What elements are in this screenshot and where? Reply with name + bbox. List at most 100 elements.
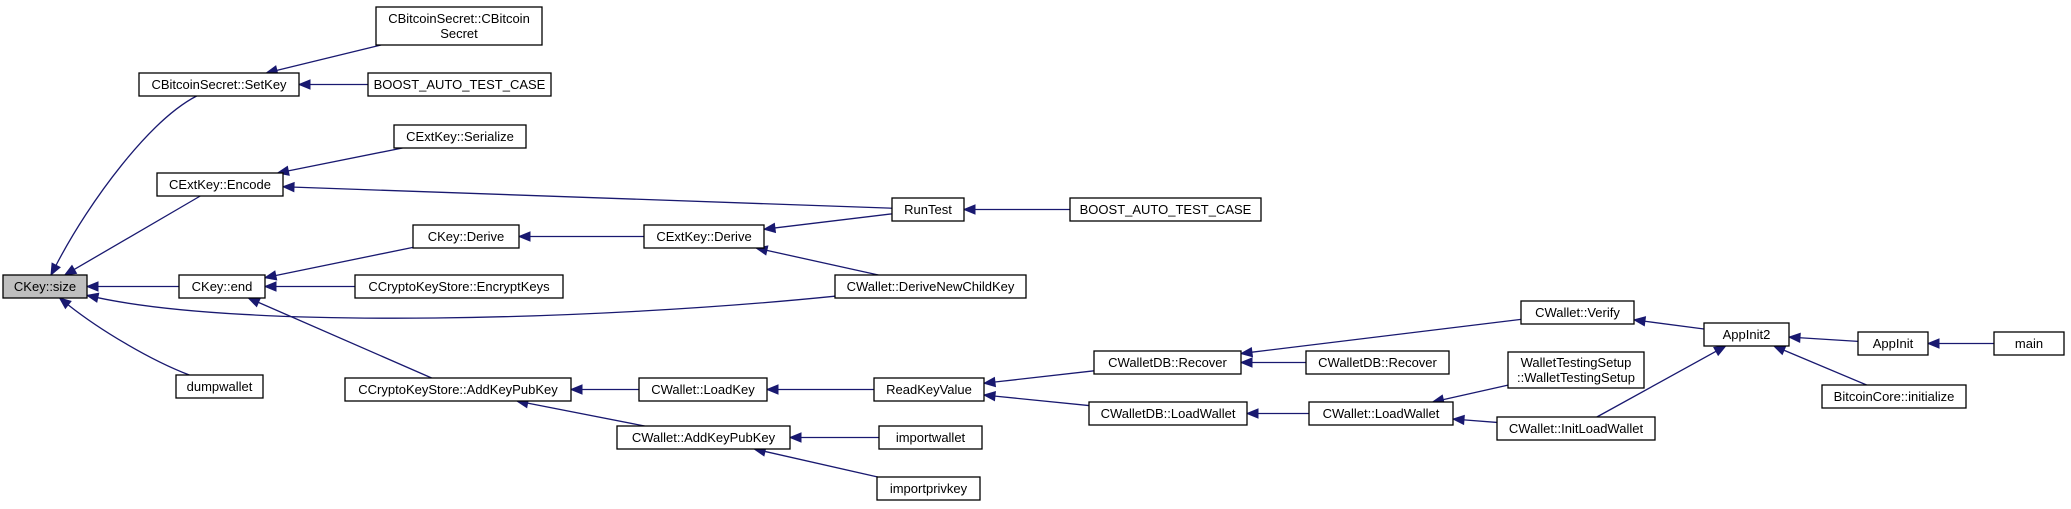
node-main[interactable]: main bbox=[1993, 331, 2065, 356]
node-importprivkey[interactable]: importprivkey bbox=[876, 476, 981, 501]
node-label: importprivkey bbox=[890, 481, 968, 496]
edge-line bbox=[293, 186, 893, 209]
node-cwalletdb_recover_1[interactable]: CWalletDB::Recover bbox=[1093, 350, 1242, 375]
node-ccryptokeystore_addkeypubkey[interactable]: CCryptoKeyStore::AddKeyPubKey bbox=[344, 377, 572, 402]
node-label: CWallet::DeriveNewChildKey bbox=[847, 279, 1015, 294]
node-box bbox=[1069, 197, 1262, 222]
node-box bbox=[412, 224, 520, 249]
edge-appinit-to-appinit2 bbox=[1787, 332, 1859, 344]
node-cwallet_loadkey[interactable]: CWallet::LoadKey bbox=[638, 377, 768, 402]
edge-ccryptokeystore_encryptkeys-to-ckey_end bbox=[263, 281, 355, 292]
node-cwallet_verify[interactable]: CWallet::Verify bbox=[1520, 300, 1635, 325]
arrowhead-icon bbox=[85, 292, 100, 303]
node-label: dumpwallet bbox=[187, 379, 253, 394]
edge-line bbox=[1443, 384, 1509, 401]
arrowhead-icon bbox=[1787, 332, 1801, 344]
edge-boost_1-to-cbitcoinsecret_setkey bbox=[297, 79, 368, 90]
node-cwallet_addkeypubkey[interactable]: CWallet::AddKeyPubKey bbox=[616, 425, 791, 450]
arrowhead-icon bbox=[247, 297, 261, 308]
node-box bbox=[891, 197, 965, 222]
arrowhead-icon bbox=[982, 376, 997, 388]
node-label: CCryptoKeyStore::AddKeyPubKey bbox=[358, 382, 558, 397]
edge-line bbox=[994, 370, 1095, 383]
node-wallettestingsetup[interactable]: WalletTestingSetup::WalletTestingSetup bbox=[1507, 351, 1645, 389]
arrowhead-icon bbox=[1245, 408, 1259, 419]
node-importwallet[interactable]: importwallet bbox=[878, 425, 983, 450]
edge-cwallet_loadkey-to-ccryptokeystore_addkeypubkey bbox=[569, 384, 639, 395]
node-label: CWallet::LoadKey bbox=[651, 382, 755, 397]
edge-main-to-appinit bbox=[1926, 338, 1994, 349]
edge-cwallet_verify-to-cwalletdb_recover_1 bbox=[1239, 318, 1522, 358]
node-cbitcoinsecret_ctor[interactable]: CBitcoinSecret::CBitcoinSecret bbox=[375, 6, 543, 46]
node-cextkey_derive[interactable]: CExtKey::Derive bbox=[643, 224, 765, 249]
edge-cwallet_initloadwallet-to-cwallet_loadwallet bbox=[1451, 414, 1498, 426]
node-box bbox=[1993, 331, 2065, 356]
edge-runtest-to-cextkey_encode bbox=[281, 181, 893, 209]
node-readkeyvalue[interactable]: ReadKeyValue bbox=[873, 377, 985, 402]
edge-line bbox=[276, 44, 382, 72]
node-boost_2[interactable]: BOOST_AUTO_TEST_CASE bbox=[1069, 197, 1262, 222]
node-box bbox=[138, 72, 300, 97]
edge-line bbox=[67, 304, 190, 376]
node-cwallet_initloadwallet[interactable]: CWallet::InitLoadWallet bbox=[1496, 416, 1656, 441]
node-box bbox=[156, 172, 284, 197]
node-cbitcoinsecret_setkey[interactable]: CBitcoinSecret::SetKey bbox=[138, 72, 300, 97]
node-label: WalletTestingSetup bbox=[1521, 355, 1632, 370]
node-box bbox=[178, 274, 266, 299]
node-ckey_size[interactable]: CKey::size bbox=[2, 274, 88, 299]
node-label: AppInit2 bbox=[1723, 327, 1771, 342]
node-box bbox=[834, 274, 1027, 299]
node-cextkey_serialize[interactable]: CExtKey::Serialize bbox=[393, 124, 527, 149]
node-box bbox=[643, 224, 765, 249]
edge-cwallet_addkeypubkey-to-ccryptokeystore_addkeypubkey bbox=[515, 398, 645, 427]
edge-line bbox=[275, 246, 414, 277]
arrowhead-icon bbox=[762, 222, 777, 234]
node-label: CWallet::LoadWallet bbox=[1323, 406, 1440, 421]
node-box bbox=[1507, 351, 1645, 389]
node-dumpwallet[interactable]: dumpwallet bbox=[175, 374, 264, 399]
node-cwallet_loadwallet[interactable]: CWallet::LoadWallet bbox=[1308, 401, 1454, 426]
node-boost_1[interactable]: BOOST_AUTO_TEST_CASE bbox=[367, 72, 552, 97]
node-cwallet_derivenewchildkey[interactable]: CWallet::DeriveNewChildKey bbox=[834, 274, 1027, 299]
arrowhead-icon bbox=[962, 204, 976, 215]
node-label: CBitcoinSecret::SetKey bbox=[151, 77, 287, 92]
node-label: importwallet bbox=[896, 430, 966, 445]
edge-readkeyvalue-to-cwallet_loadkey bbox=[765, 384, 874, 395]
edge-runtest-to-cextkey_derive bbox=[762, 213, 893, 234]
edge-line bbox=[73, 195, 201, 271]
node-appinit[interactable]: AppInit bbox=[1857, 331, 1929, 356]
node-label: ::WalletTestingSetup bbox=[1517, 370, 1635, 385]
node-box bbox=[344, 377, 572, 402]
edge-wallettestingsetup-to-cwallet_loadwallet bbox=[1431, 384, 1509, 405]
arrowhead-icon bbox=[765, 384, 779, 395]
node-bitcoincore_initialize[interactable]: BitcoinCore::initialize bbox=[1821, 384, 1967, 409]
node-runtest[interactable]: RunTest bbox=[891, 197, 965, 222]
nodes-layer: CKey::size CBitcoinSecret::SetKey CBitcoin… bbox=[2, 6, 2065, 501]
node-box bbox=[1520, 300, 1635, 325]
node-cwalletdb_recover_2[interactable]: CWalletDB::Recover bbox=[1305, 350, 1450, 375]
node-walletdb_loadwallet[interactable]: CWalletDB::LoadWallet bbox=[1088, 401, 1248, 426]
node-cextkey_encode[interactable]: CExtKey::Encode bbox=[156, 172, 284, 197]
edge-cwalletdb_recover_2-to-cwalletdb_recover_1 bbox=[1239, 357, 1306, 368]
arrowhead-icon bbox=[1239, 357, 1253, 368]
edge-walletdb_loadwallet-to-readkeyvalue bbox=[982, 390, 1090, 407]
node-box bbox=[1093, 350, 1242, 375]
edge-cwallet_initloadwallet-to-appinit2 bbox=[1596, 345, 1727, 418]
node-ccryptokeystore_encryptkeys[interactable]: CCryptoKeyStore::EncryptKeys bbox=[354, 274, 564, 299]
node-box bbox=[393, 124, 527, 149]
edge-cextkey_serialize-to-cextkey_encode bbox=[276, 147, 403, 176]
node-ckey_end[interactable]: CKey::end bbox=[178, 274, 266, 299]
node-box bbox=[2, 274, 88, 299]
edge-boost_2-to-runtest bbox=[962, 204, 1070, 215]
node-label: CKey::Derive bbox=[428, 229, 505, 244]
node-label: ReadKeyValue bbox=[886, 382, 972, 397]
arrowhead-icon bbox=[58, 297, 72, 310]
arrowhead-icon bbox=[1239, 346, 1254, 358]
node-box bbox=[175, 374, 264, 399]
arrowhead-icon bbox=[281, 181, 295, 193]
edge-importprivkey-to-cwallet_addkeypubkey bbox=[752, 446, 878, 478]
node-ckey_derive[interactable]: CKey::Derive bbox=[412, 224, 520, 249]
node-appinit2[interactable]: AppInit2 bbox=[1703, 322, 1790, 347]
node-label: CWallet::InitLoadWallet bbox=[1509, 421, 1644, 436]
edge-line bbox=[994, 395, 1090, 407]
